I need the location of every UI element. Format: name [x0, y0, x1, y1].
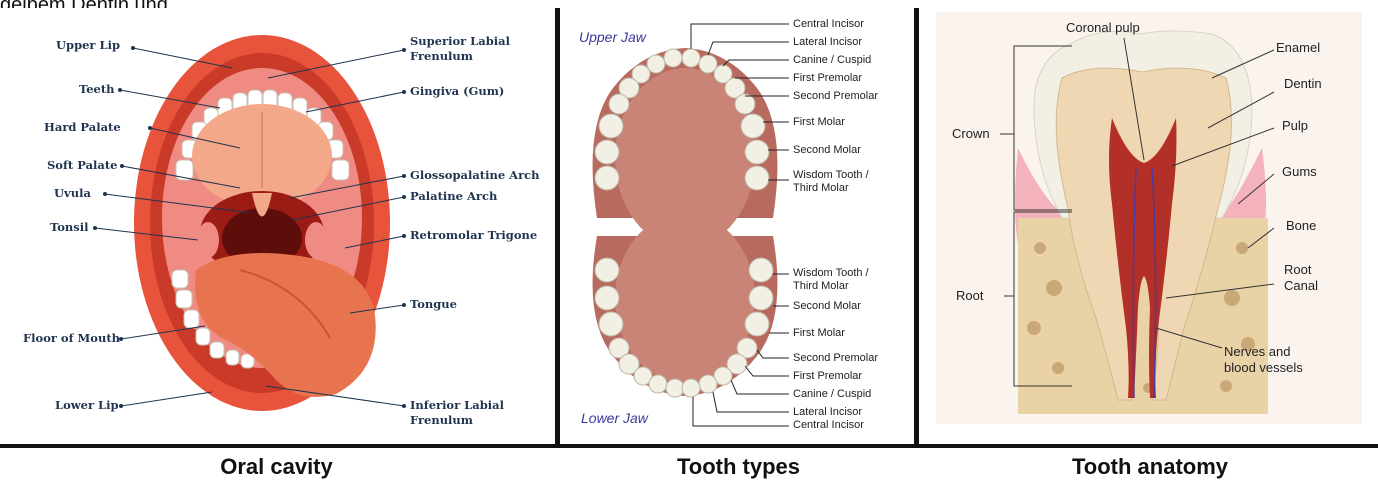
tooth-types-panel: Upper Jaw Lower Jaw — [563, 8, 914, 428]
label-lower-lateral-incisor: Lateral Incisor — [793, 406, 862, 418]
label-lower-first-molar: First Molar — [793, 327, 845, 339]
label-upper-canine: Canine / Cuspid — [793, 54, 871, 66]
label-lower-lip: Lower Lip — [55, 398, 119, 412]
label-teeth: Teeth — [79, 82, 115, 96]
label-upper-first-molar: First Molar — [793, 116, 845, 128]
label-tongue: Tongue — [410, 297, 457, 311]
label-dentin: Dentin — [1284, 76, 1322, 91]
upper-jaw-title: Upper Jaw — [579, 29, 647, 45]
label-floor-of-mouth: Floor of Mouth — [23, 331, 121, 345]
label-pulp: Pulp — [1282, 118, 1308, 133]
label-coronal-pulp: Coronal pulp — [1066, 20, 1140, 35]
label-nerves-line1: Nerves and — [1224, 344, 1290, 359]
label-soft-palate: Soft Palate — [47, 158, 117, 172]
label-upper-lateral-incisor: Lateral Incisor — [793, 36, 862, 48]
label-root-canal-line2: Canal — [1284, 278, 1318, 293]
label-bone: Bone — [1286, 218, 1316, 233]
label-superior-frenulum: Frenulum — [410, 49, 473, 63]
label-crown: Crown — [952, 126, 990, 141]
tooth-types-illustration: Upper Jaw Lower Jaw — [563, 8, 914, 428]
label-upper-central-incisor: Central Incisor — [793, 18, 864, 30]
label-nerves-line2: blood vessels — [1224, 360, 1303, 375]
label-gingiva: Gingiva (Gum) — [410, 84, 504, 98]
label-root-canal-line1: Root — [1284, 262, 1312, 277]
label-glossopalatine-arch: Glossopalatine Arch — [410, 168, 540, 182]
label-upper-first-premolar: First Premolar — [793, 72, 862, 84]
label-tonsil: Tonsil — [50, 220, 89, 234]
label-lower-third-molar: Third Molar — [793, 280, 849, 292]
label-inferior-frenulum: Frenulum — [410, 413, 473, 427]
label-upper-wisdom-tooth: Wisdom Tooth / — [793, 169, 870, 181]
label-palatine-arch: Palatine Arch — [410, 189, 498, 203]
label-inferior-labial: Inferior Labial — [410, 398, 505, 412]
label-lower-first-premolar: First Premolar — [793, 370, 862, 382]
label-hard-palate: Hard Palate — [44, 120, 121, 134]
panel-divider-1 — [555, 8, 560, 448]
caption-oral-cavity: Oral cavity — [0, 454, 553, 480]
label-lower-second-molar: Second Molar — [793, 300, 861, 312]
caption-tooth-types: Tooth types — [563, 454, 914, 480]
panel-divider-2 — [914, 8, 919, 448]
label-lower-central-incisor: Central Incisor — [793, 419, 864, 428]
label-enamel: Enamel — [1276, 40, 1320, 55]
label-upper-second-molar: Second Molar — [793, 144, 861, 156]
label-upper-lip: Upper Lip — [56, 38, 120, 52]
tooth-anatomy-illustration: Coronal pulp Enamel Dentin Pulp Gums Bon… — [922, 8, 1378, 428]
label-lower-wisdom-tooth: Wisdom Tooth / — [793, 267, 870, 279]
tooth-anatomy-panel: Coronal pulp Enamel Dentin Pulp Gums Bon… — [922, 8, 1378, 428]
label-uvula: Uvula — [54, 186, 91, 200]
label-gums: Gums — [1282, 164, 1317, 179]
label-lower-second-premolar: Second Premolar — [793, 352, 878, 364]
label-lower-canine: Canine / Cuspid — [793, 388, 871, 400]
caption-rule — [0, 444, 1378, 448]
oral-cavity-panel: Upper Lip Teeth Hard Palate Soft Palate … — [0, 8, 553, 428]
caption-tooth-anatomy: Tooth anatomy — [922, 454, 1378, 480]
label-upper-second-premolar: Second Premolar — [793, 90, 878, 102]
label-upper-third-molar: Third Molar — [793, 182, 849, 194]
label-superior-labial: Superior Labial — [410, 34, 511, 48]
label-retromolar-trigone: Retromolar Trigone — [410, 228, 537, 242]
label-root: Root — [956, 288, 984, 303]
lower-jaw-title: Lower Jaw — [581, 410, 649, 426]
oral-cavity-illustration: Upper Lip Teeth Hard Palate Soft Palate … — [0, 8, 553, 428]
